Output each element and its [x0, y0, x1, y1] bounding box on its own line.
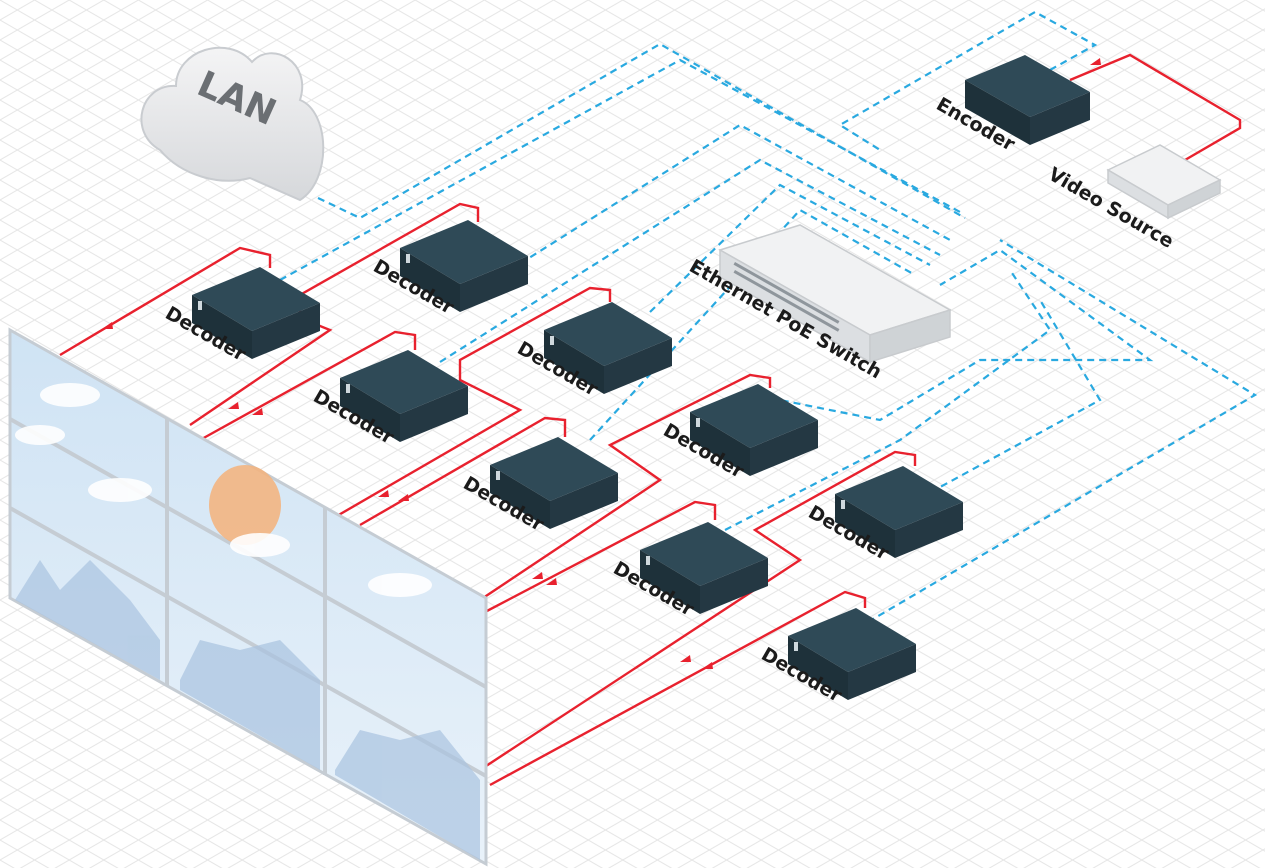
decoder-icon: [192, 267, 320, 359]
video-wall-icon: [8, 327, 488, 867]
decoder-icon: [690, 384, 818, 476]
video-source-icon: [1106, 144, 1222, 220]
decoder-icon: [640, 522, 768, 614]
decoder-icon: [340, 350, 468, 442]
decoder-icon: [544, 302, 672, 394]
decoder-icon: [400, 220, 528, 312]
ethernet-poe-switch-icon: [718, 224, 952, 364]
decoder-boxes: [192, 220, 963, 700]
decoder-icon: [490, 437, 618, 529]
video-arrows: [102, 58, 1101, 669]
lan-cloud-icon: LAN: [140, 46, 325, 202]
video-links: [59, 53, 1242, 787]
decoder-icon: [788, 608, 916, 700]
encoder-icon: [965, 55, 1090, 145]
decoder-icon: [835, 466, 963, 558]
network-links: [279, 10, 1258, 623]
